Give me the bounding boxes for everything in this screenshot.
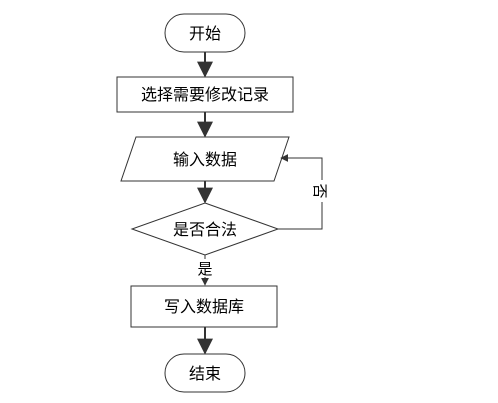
decision-label: 是否合法 bbox=[173, 220, 237, 239]
input-data-label: 输入数据 bbox=[173, 150, 237, 169]
yes-label-bg bbox=[195, 259, 215, 277]
input-data-node: 输入数据 bbox=[120, 136, 290, 182]
end-label: 结束 bbox=[189, 364, 221, 383]
select-record-node: 选择需要修改记录 bbox=[116, 76, 294, 113]
no-label: 否 bbox=[311, 183, 329, 198]
no-label-bg bbox=[313, 180, 331, 202]
select-record-label: 选择需要修改记录 bbox=[141, 85, 269, 104]
start-node: 开始 bbox=[164, 13, 246, 53]
write-database-node: 写入数据库 bbox=[130, 285, 278, 328]
end-node: 结束 bbox=[164, 353, 246, 393]
start-label: 开始 bbox=[189, 24, 221, 43]
decision-node: 是否合法 bbox=[130, 202, 280, 256]
write-database-label: 写入数据库 bbox=[164, 297, 244, 316]
yes-label: 是 bbox=[197, 260, 212, 278]
